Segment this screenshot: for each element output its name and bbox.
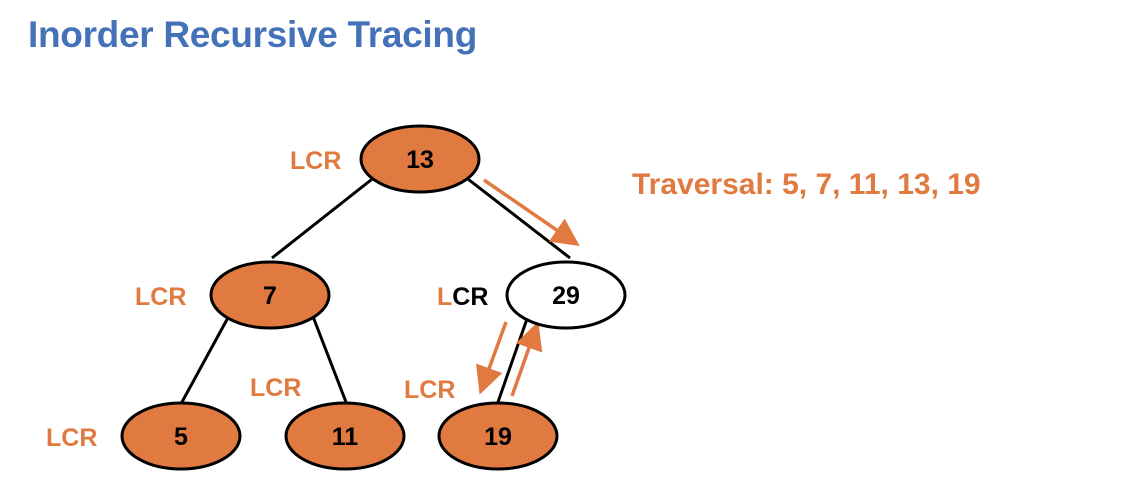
node-11-value: 11	[332, 423, 359, 451]
node-7-value: 7	[263, 282, 277, 310]
trace-arrows	[476, 178, 580, 397]
tree-node: 13	[359, 124, 481, 194]
trace-arrow-19-to-29	[510, 321, 543, 397]
tree-node: 19	[437, 401, 559, 471]
edge-7-11	[310, 313, 348, 403]
slide-title: Inorder Recursive Tracing	[28, 14, 478, 55]
edge-13-29	[463, 174, 571, 260]
tree-node: 7	[209, 260, 331, 330]
edge-13-7	[271, 174, 377, 260]
node-13-value: 13	[406, 146, 434, 174]
lcr-label-5: LCR	[46, 424, 97, 452]
node-19-ellipse	[437, 401, 559, 471]
node-5-value: 5	[174, 423, 188, 451]
trace-arrow-13-to-29	[483, 178, 580, 246]
lcr-label-11: LCR	[250, 374, 301, 402]
node-29-ellipse	[505, 260, 627, 330]
tree-node: 29	[505, 260, 627, 330]
node-13-ellipse	[359, 124, 481, 194]
lcr-label-7: LCR	[135, 283, 186, 311]
node-5-ellipse	[120, 401, 242, 471]
node-7-ellipse	[209, 260, 331, 330]
tree-node: 5	[120, 401, 242, 471]
trace-arrow-29-to-19	[476, 321, 508, 395]
lcr-label-19: LCR	[404, 376, 455, 404]
lcr-label-13: LCR	[290, 147, 341, 175]
traversal-output: Traversal: 5, 7, 11, 13, 19	[632, 168, 981, 201]
node-29-value: 29	[552, 282, 580, 310]
edge-7-5	[180, 313, 232, 403]
lcr-label-29: LCR	[437, 283, 488, 311]
node-19-value: 19	[484, 423, 512, 451]
node-11-ellipse	[284, 401, 406, 471]
tree-node: 11	[284, 401, 406, 471]
